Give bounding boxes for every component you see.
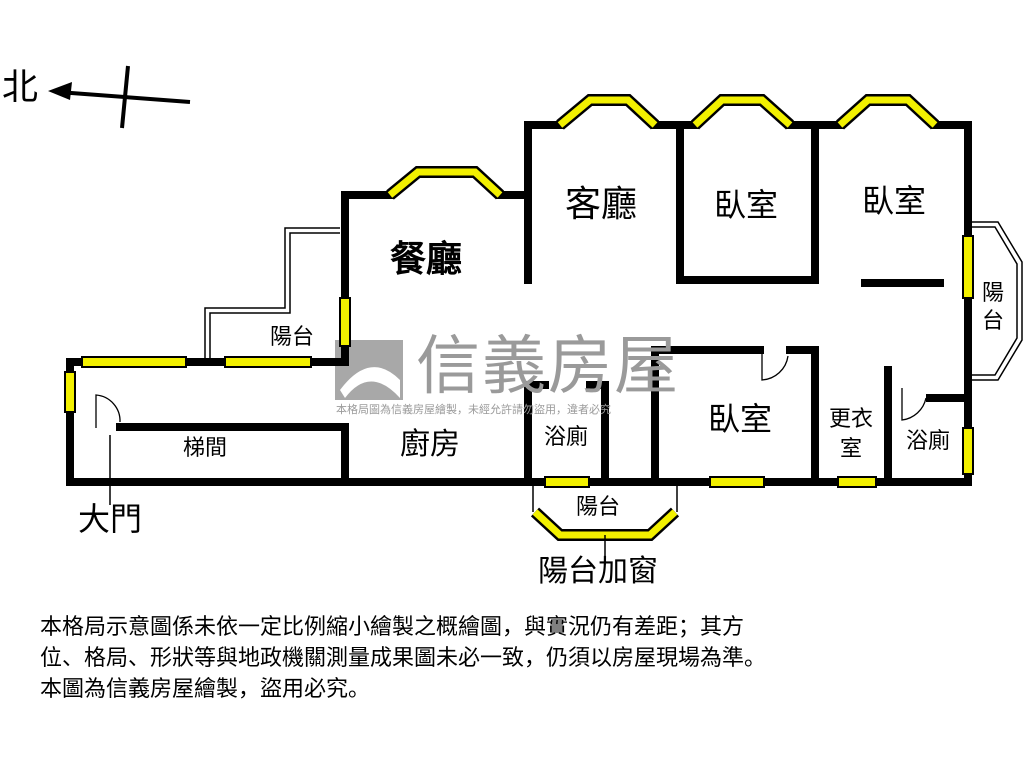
- watermark-notice: 本格局圖為信義房屋繪製，未經允許請勿盜用，違者必究: [336, 403, 611, 416]
- disclaimer: 本格局示意圖係未依一定比例縮小繪製之概繪圖，與實況仍有差距；其方 位、格局、形狀…: [40, 612, 766, 705]
- main-door-label: 大門: [78, 500, 143, 538]
- room-closet: 更衣室: [828, 407, 873, 462]
- balcony-right: 陽台: [982, 281, 1005, 334]
- room-living: 客廳: [565, 184, 638, 225]
- disclaimer-line-2: 位、格局、形狀等與地政機關測量成果圖未必一致，仍須以房屋現場為準。: [40, 646, 767, 671]
- room-bath-2: 浴廁: [906, 429, 951, 454]
- room-dining: 餐廳: [390, 239, 463, 280]
- compass-north-label: 北: [2, 67, 39, 108]
- balcony-left: 陽台: [270, 325, 315, 350]
- room-bedroom-3: 臥室: [708, 400, 773, 438]
- disclaimer-line-3: 本圖為信義房屋繪製，盜用必究。: [40, 677, 371, 702]
- room-bath-1: 浴廁: [544, 425, 589, 450]
- walls: [66, 121, 972, 486]
- room-kitchen: 廚房: [400, 427, 460, 462]
- balcony-bottom: 陽台: [576, 495, 621, 520]
- watermark-brand: 信義房屋: [416, 330, 680, 404]
- room-bedroom-2: 臥室: [862, 182, 927, 220]
- north-arrow: [48, 65, 191, 129]
- room-stairs: 梯間: [183, 436, 228, 461]
- balcony-window-label: 陽台加窗: [538, 554, 658, 589]
- windows: [64, 94, 974, 541]
- doors: [95, 352, 927, 428]
- room-bedroom-1: 臥室: [714, 186, 779, 224]
- balcony-rails: [109, 221, 1023, 565]
- disclaimer-line-1: 本格局示意圖係未依一定比例縮小繪製之概繪圖，與實況仍有差距；其方: [40, 615, 745, 640]
